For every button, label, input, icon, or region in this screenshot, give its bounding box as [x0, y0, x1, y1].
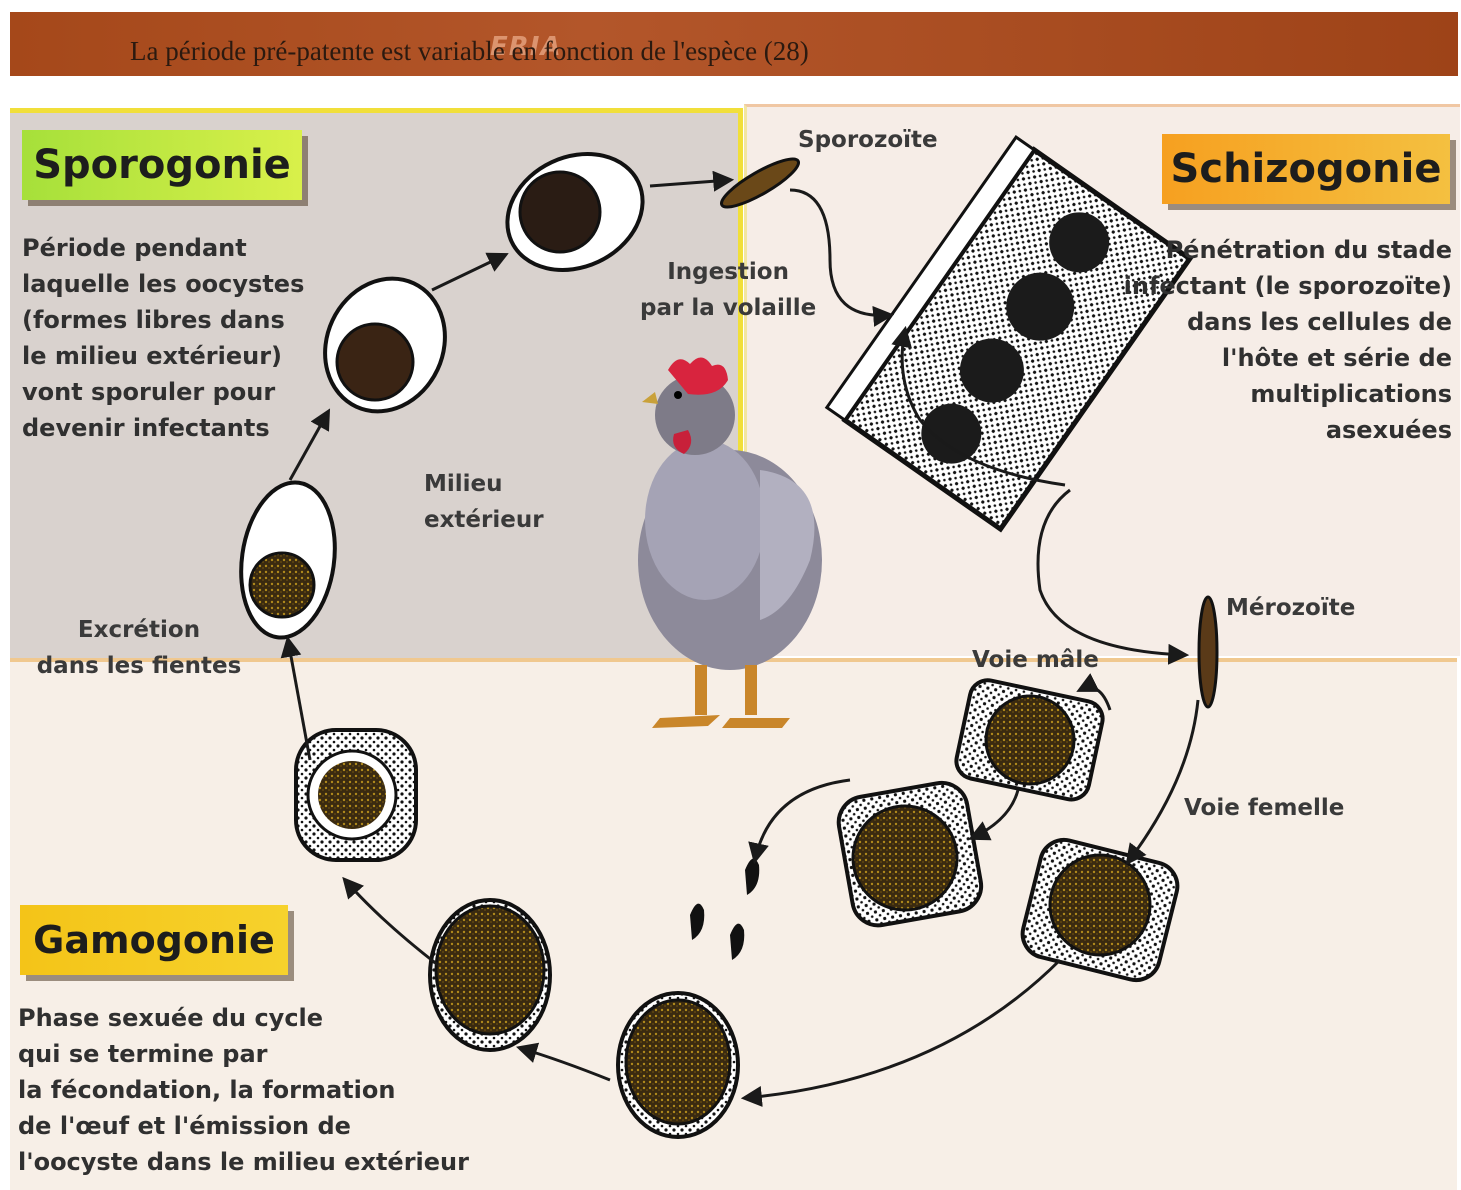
ingestion-label: Ingestion par la volaille	[640, 254, 816, 326]
cell-icon	[296, 730, 416, 860]
cell-icon	[835, 779, 986, 930]
section-title-schizogonie: Schizogonie	[1162, 134, 1450, 204]
gamogonie-description: Phase sexuée du cycle qui se termine par…	[18, 1000, 478, 1180]
merozoite-label: Mérozoïte	[1226, 590, 1355, 626]
cell-icon	[618, 993, 738, 1137]
hen-icon	[638, 357, 822, 728]
sporozoite-label: Sporozoïte	[798, 122, 938, 158]
cell-icon	[953, 677, 1106, 803]
section-title-sporogonie: Sporogonie	[22, 130, 302, 200]
oocyst-icon	[488, 133, 661, 292]
sporogonie-description: Période pendant laquelle les oocystes (f…	[22, 230, 342, 446]
merozoite-icon	[1199, 597, 1217, 707]
sporozoite-icon	[716, 151, 803, 214]
excretion-label: Excrétion dans les fientes	[14, 612, 264, 684]
voie-male-label: Voie mâle	[972, 642, 1099, 678]
microgamete-icon	[690, 859, 759, 960]
schizogonie-description: Pénétration du stade infectant (le sporo…	[1120, 232, 1452, 448]
voie-femelle-label: Voie femelle	[1184, 790, 1344, 826]
milieu-label: Milieu extérieur	[424, 466, 544, 538]
cell-icon	[1018, 835, 1183, 985]
section-title-gamogonie: Gamogonie	[20, 905, 288, 975]
